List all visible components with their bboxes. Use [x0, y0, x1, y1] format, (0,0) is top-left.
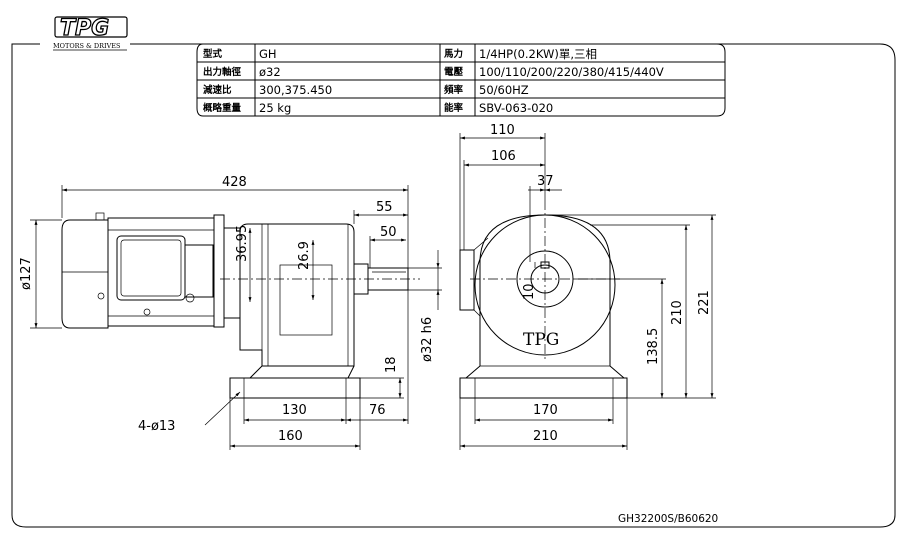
svg-text:MOTORS & DRIVES: MOTORS & DRIVES: [53, 42, 120, 50]
dim-base-height: 18: [384, 356, 399, 373]
dim-key-height: 37: [537, 174, 554, 189]
label-power: 馬力: [443, 48, 463, 60]
label-shaft: 出力軸徑: [203, 66, 242, 78]
label-ratio: 減速比: [203, 84, 232, 96]
label-voltage: 電壓: [444, 66, 464, 78]
value-power: 1/4HP(0.2KW)單,三相: [479, 47, 597, 61]
dim-shaft-overhang: 76: [369, 403, 386, 418]
dim-motor-dia: ø127: [19, 257, 34, 290]
tpg-logo: TPG MOTORS & DRIVES: [53, 15, 128, 51]
nameplate-text: TPG: [523, 330, 559, 350]
value-code: SBV-063-020: [479, 101, 553, 115]
value-weight: 25 kg: [259, 101, 291, 115]
dim-shaft-dia: ø32 h6: [420, 317, 435, 362]
spec-table: 型式 GH 馬力 1/4HP(0.2KW)單,三相 出力軸徑 ø32 電壓 10…: [196, 43, 726, 117]
value-frequency: 50/60HZ: [479, 83, 529, 97]
value-model: GH: [259, 47, 277, 61]
front-view-geometry: TPG: [459, 200, 628, 399]
dim-center-height: 138.5: [646, 328, 661, 365]
side-view-dimensions: 428 55 50 36.95 26.9 ø127 ø32 h6 18 130 …: [19, 175, 442, 450]
side-view-geometry: [61, 212, 420, 399]
label-weight: 概略重量: [203, 102, 242, 114]
dim-base-length: 160: [278, 429, 303, 444]
label-model: 型式: [203, 48, 223, 60]
drawing-number: GH32200S/B60620: [618, 513, 718, 525]
dim-height-total: 221: [697, 290, 712, 315]
label-code: 能率: [444, 102, 464, 114]
dim-height-1: 210: [670, 300, 685, 325]
svg-text:TPG: TPG: [60, 16, 109, 41]
dim-base-width: 210: [533, 429, 558, 444]
dim-width-2: 106: [491, 149, 516, 164]
value-shaft: ø32: [259, 65, 281, 79]
value-voltage: 100/110/200/220/380/415/440V: [479, 65, 664, 79]
dim-hole-pitch-front: 170: [533, 403, 558, 418]
dim-key-length: 50: [380, 225, 397, 240]
dim-offset-1: 36.95: [235, 225, 250, 262]
label-frequency: 頻率: [444, 84, 464, 96]
dim-mount-holes: 4-ø13: [138, 419, 175, 434]
front-view-dimensions: 110 106 37 10 138.5 210 221 170 210: [459, 123, 716, 450]
dim-width-1: 110: [490, 123, 515, 138]
dim-offset-2: 26.9: [297, 241, 312, 270]
dim-overall-length: 428: [222, 175, 247, 190]
value-ratio: 300,375.450: [259, 83, 332, 97]
drawing-frame: [11, 43, 896, 528]
dim-hole-pitch: 130: [282, 403, 307, 418]
dim-key-width: 10: [522, 283, 537, 300]
dim-shaft-length: 55: [376, 200, 393, 215]
